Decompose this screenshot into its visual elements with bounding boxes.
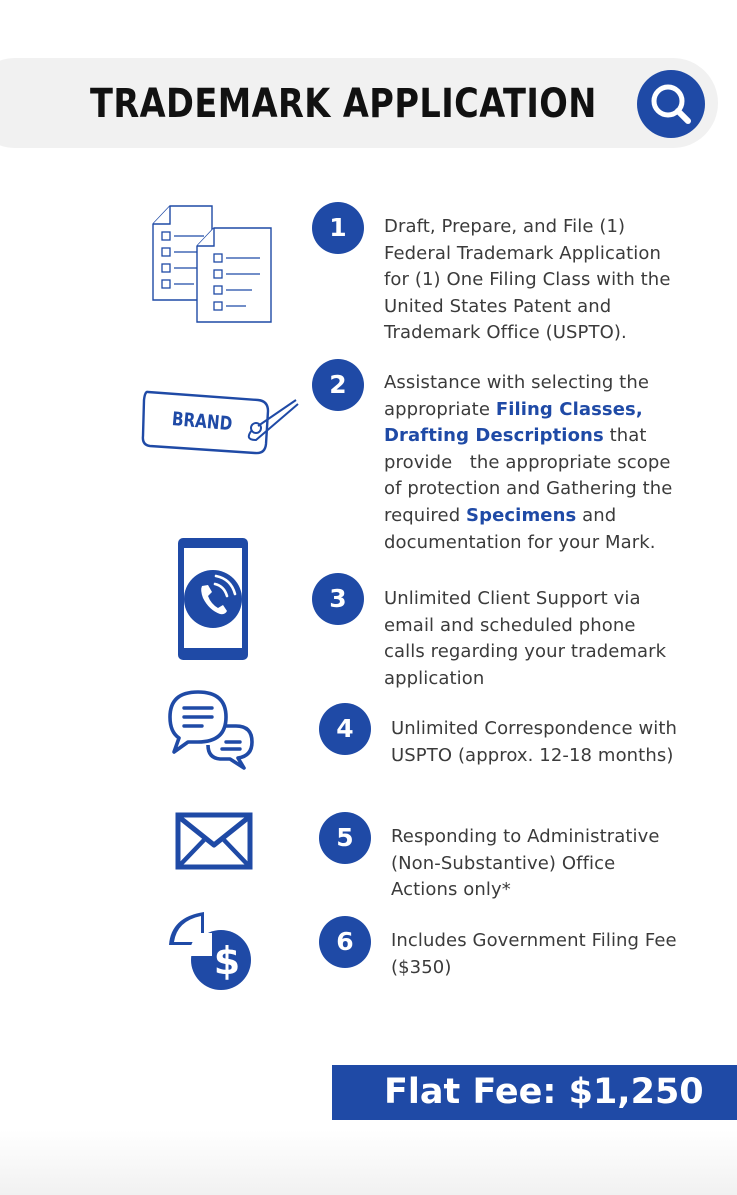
step-3-number: 3 (312, 573, 364, 625)
documents-icon (152, 205, 272, 323)
fee-pie-dollar-icon: $ (169, 912, 251, 990)
step-1-number: 1 (312, 202, 364, 254)
step-2-number: 2 (312, 359, 364, 411)
step-3-text: Unlimited Client Support via email and s… (384, 588, 667, 689)
page-title: TRADEMARK APPLICATION (90, 81, 597, 127)
flat-fee-label: Flat Fee: $1,250 (384, 1072, 704, 1112)
step-5-text: Responding to Administrative (Non-Substa… (391, 826, 660, 901)
step-4-text: Unlimited Correspondence with USPTO (app… (391, 718, 678, 766)
phone-call-icon (178, 538, 248, 660)
step-6-number: 6 (319, 916, 371, 968)
search-button[interactable] (637, 70, 705, 138)
price-banner (332, 1065, 737, 1120)
step-6-text: Includes Government Filing Fee ($350) (391, 930, 677, 978)
svg-text:$: $ (214, 939, 240, 983)
step-2-text: Assistance with selecting the appropriat… (384, 372, 673, 553)
header-bar (0, 58, 718, 148)
search-icon (651, 84, 691, 124)
brand-tag-icon: BRAND (140, 378, 305, 468)
page-bottom-shade (0, 1130, 737, 1195)
step-5-number: 5 (319, 812, 371, 864)
step-4-number: 4 (319, 703, 371, 755)
envelope-icon (175, 812, 253, 870)
chat-bubbles-icon (168, 690, 254, 770)
step-1-text: Draft, Prepare, and File (1) Federal Tra… (384, 216, 671, 344)
